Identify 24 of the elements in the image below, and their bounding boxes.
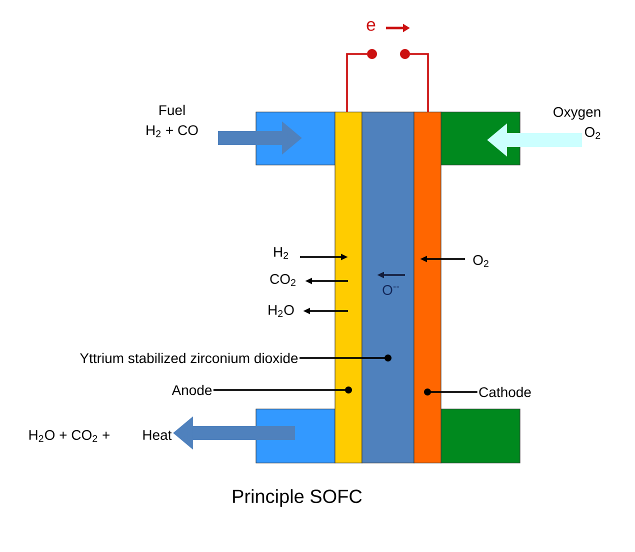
ion-label: O$^{--}$ (382, 285, 400, 295)
oxygen-label: Oxygen O$_{2}$ (554, 107, 600, 139)
anode-layer (334, 112, 362, 464)
leader-line (424, 388, 478, 396)
leader-line (300, 354, 392, 362)
electrolyte-layer (362, 112, 414, 464)
terminal-dot (400, 49, 410, 59)
cathode-layer (414, 112, 442, 464)
exhaust-label: H$_{2}$O + CO$_{2}$ + Heat (29, 430, 172, 442)
wire (346, 53, 367, 112)
species-label: O$_{2}$ (473, 255, 488, 267)
layer-label: Yttrium stabilized zirconium dioxide (80, 352, 298, 364)
species-label: CO$_{2}$ (270, 274, 296, 286)
species-label: H$_{2}$O (268, 305, 294, 317)
terminal-dot (367, 49, 377, 59)
electron-label: e (366, 21, 376, 31)
caption: Principle SOFC (233, 489, 362, 507)
leader-line (213, 386, 352, 394)
layer-label: Cathode (479, 386, 531, 398)
wire (410, 53, 429, 112)
species-label: H$_{2}$ (274, 247, 288, 259)
layer-label: Anode (172, 384, 212, 396)
fuel-label: Fuel H$_{2}$ + CO (146, 104, 198, 138)
air-channel (440, 408, 520, 464)
